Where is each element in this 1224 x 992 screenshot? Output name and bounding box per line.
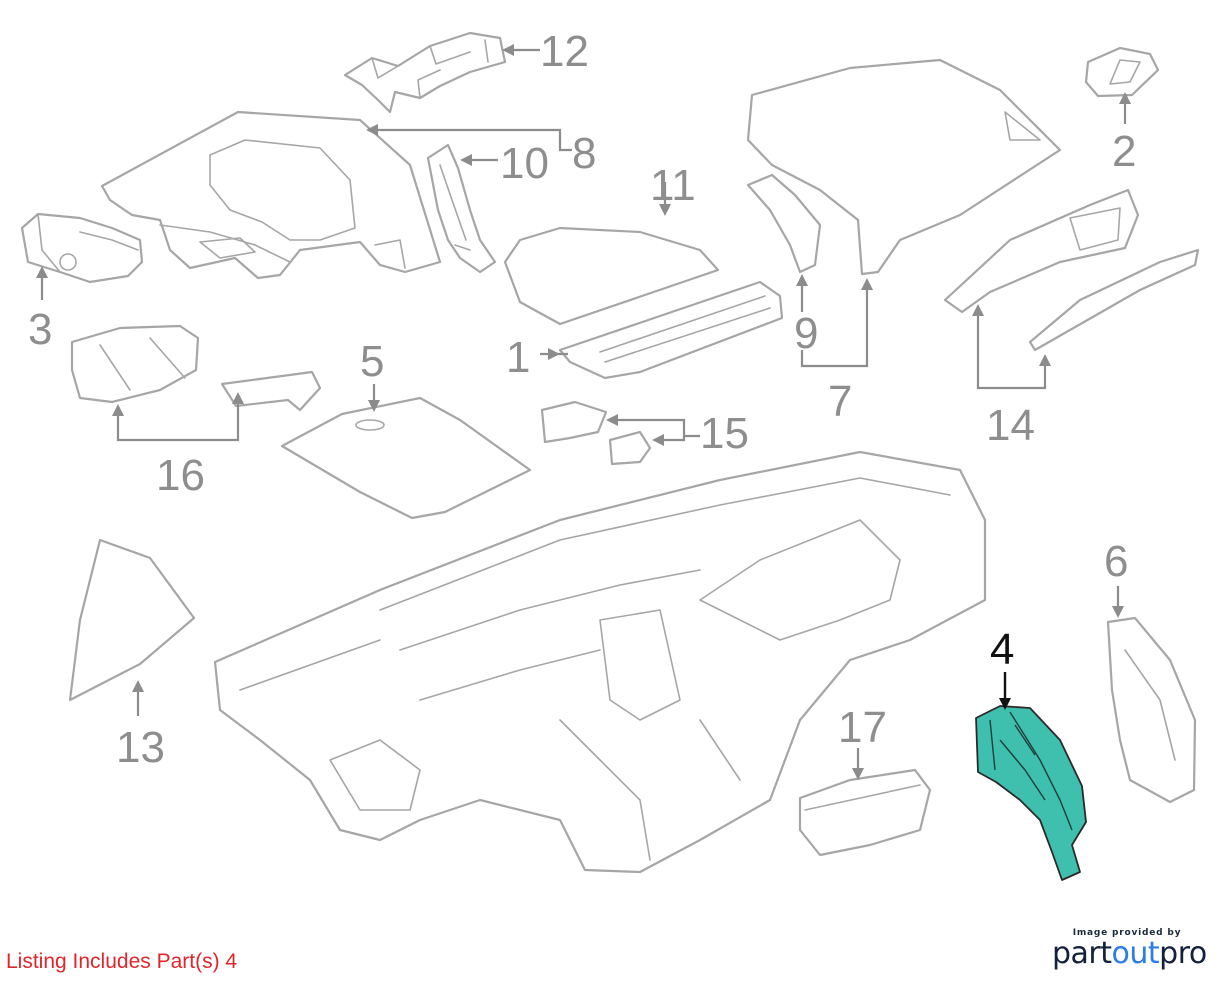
part-10-bracket [426, 143, 497, 274]
callout-16: 16 [156, 451, 205, 500]
part-7-upper-trim [746, 58, 1062, 276]
callout-15: 15 [700, 409, 749, 458]
part-1-center-vent [558, 280, 784, 380]
part-3-vent [20, 212, 144, 284]
callout-5: 5 [360, 337, 384, 386]
dash-frame [213, 450, 987, 874]
part-16-glove-box-components [70, 324, 322, 412]
callout-1: 1 [506, 333, 530, 382]
callout-labels: 12 8 10 2 11 3 9 1 5 7 14 15 16 6 4 17 1… [28, 27, 1136, 772]
callout-11: 11 [650, 161, 696, 210]
listing-note: Listing Includes Part(s) 4 [6, 950, 238, 973]
part-4-highlighted[interactable] [975, 705, 1087, 881]
callout-4: 4 [990, 625, 1014, 674]
part-9-bracket [746, 173, 822, 274]
callout-14: 14 [986, 401, 1035, 450]
leader-lines [36, 44, 1131, 780]
callout-17: 17 [838, 703, 887, 752]
part-17-module [798, 768, 932, 857]
callout-9: 9 [794, 309, 818, 358]
callout-10: 10 [500, 139, 549, 188]
callout-8: 8 [572, 129, 596, 178]
callout-7: 7 [828, 377, 852, 426]
part-11-panel [503, 226, 720, 326]
callout-3: 3 [28, 305, 52, 354]
part-15-brackets [540, 400, 652, 466]
part-5-lid [280, 396, 532, 520]
callout-6: 6 [1104, 537, 1128, 586]
part-2-vent [1084, 46, 1160, 98]
callout-13: 13 [116, 723, 165, 772]
provider-caption: Image provided by [1072, 928, 1182, 938]
callout-2: 2 [1112, 127, 1136, 176]
part-12-bracket [343, 31, 507, 114]
part-14-side-trim [943, 188, 1200, 352]
part-13-end-cover [68, 538, 196, 702]
part-8-cluster-hood [100, 110, 442, 280]
provider-logo: partoutpro [1052, 936, 1207, 971]
part-6-side-panel [1106, 616, 1197, 804]
provider-credit: Image provided by partoutpro [1052, 928, 1207, 971]
callout-12: 12 [540, 27, 589, 76]
